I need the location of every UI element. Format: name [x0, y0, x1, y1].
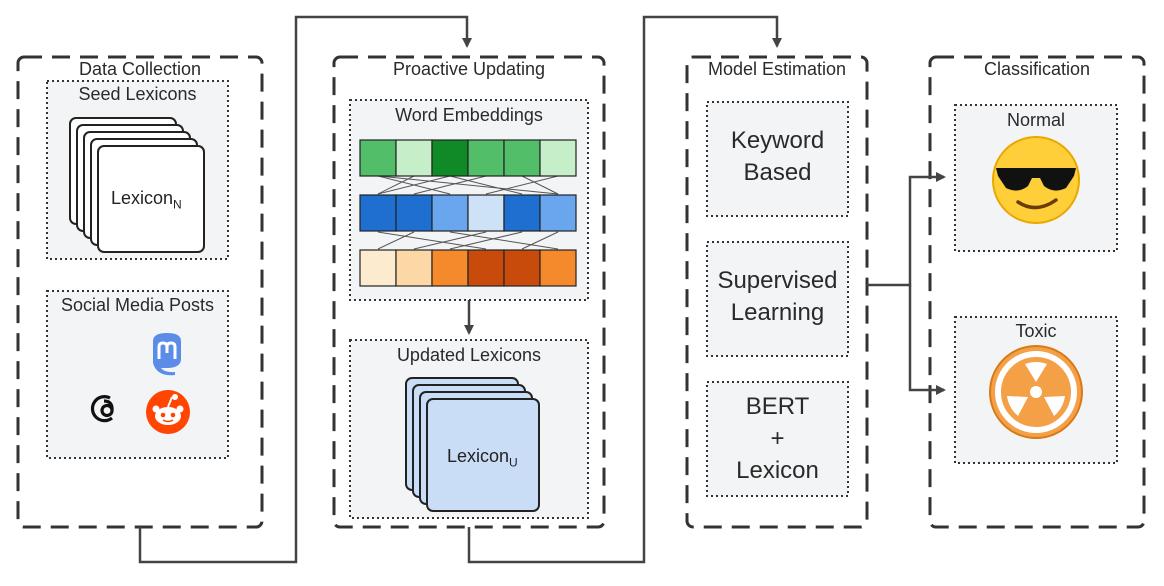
sunglasses-face-icon — [992, 136, 1080, 224]
stage-title-proactive-updating: Proactive Updating — [392, 59, 546, 79]
stage-proactive-updating: Proactive Updating — [334, 57, 604, 527]
connector-collection-to-updating — [138, 15, 472, 564]
embedding-connections — [377, 175, 559, 250]
reddit-logo-icon — [146, 390, 190, 434]
embedding-cell — [503, 194, 541, 232]
class-label-normal: Normal — [1006, 110, 1065, 130]
stage-data-collection: Data Collection — [18, 57, 262, 527]
embedding-grid — [359, 139, 577, 287]
model-2-line-1: Supervised — [717, 267, 838, 294]
model-3-line-3: Lexicon — [736, 457, 819, 484]
model-box-border-1 — [706, 101, 849, 217]
embedding-cell — [395, 194, 433, 232]
seed-lexicon-card-stack — [69, 117, 205, 253]
embedding-cell — [467, 194, 505, 232]
stage-classification: Classification — [930, 57, 1144, 527]
embedding-cell — [359, 249, 397, 287]
radioactive-icon — [989, 345, 1083, 439]
embedding-cell — [431, 249, 469, 287]
model-box-border-2 — [706, 241, 849, 357]
model-box-1: Keyword Based — [708, 103, 847, 215]
word-embeddings-title: Word Embeddings — [395, 105, 543, 125]
social-media-title: Social Media Posts — [60, 295, 215, 315]
embedding-cell — [395, 139, 433, 177]
seed-lexicons-title: Seed Lexicons — [78, 84, 197, 104]
embedding-cell — [359, 139, 397, 177]
model-2-text: Supervised Learning — [708, 265, 847, 329]
embedding-cell — [539, 249, 577, 287]
model-3-line-1: BERT — [745, 393, 810, 420]
embedding-cell — [431, 139, 469, 177]
embedding-cell — [467, 249, 505, 287]
social-media-box-border — [46, 290, 229, 459]
panel-border-model-estimation — [685, 55, 869, 529]
threads-logo-icon — [90, 395, 114, 423]
embedding-cell — [395, 249, 433, 287]
stage-model-estimation: Model Estimation — [687, 57, 867, 527]
model-1-line-1: Keyword — [730, 127, 825, 154]
connector-updating-to-estimation — [467, 15, 782, 564]
embedding-cell — [503, 139, 541, 177]
model-1-text: Keyword Based — [708, 125, 847, 189]
embedding-cell — [359, 194, 397, 232]
model-3-text: BERT + Lexicon — [708, 391, 847, 487]
embedding-cell — [431, 194, 469, 232]
embedding-cell — [539, 139, 577, 177]
embedding-cell — [539, 194, 577, 232]
model-box-2: Supervised Learning — [708, 243, 847, 355]
seed-lexicon-card-subscript: N — [173, 197, 182, 212]
stage-title-model-estimation: Model Estimation — [707, 59, 847, 79]
model-2-line-2: Learning — [730, 299, 825, 326]
connector-estimation-to-toxic — [908, 285, 946, 395]
panel-border-proactive-updating — [332, 55, 606, 529]
stage-title-classification: Classification — [983, 59, 1091, 79]
model-box-border-3 — [706, 381, 849, 497]
class-label-toxic: Toxic — [1015, 321, 1057, 341]
stage-title-data-collection: Data Collection — [78, 59, 202, 79]
connector-estimation-to-normal — [867, 172, 946, 287]
model-3-line-2: + — [770, 425, 785, 452]
updated-lexicon-card-label: LexiconU — [447, 446, 518, 470]
seed-lexicon-card-label: LexiconN — [111, 188, 182, 212]
updated-lexicon-card-subscript: U — [509, 455, 518, 470]
updated-lexicon-card-stack — [405, 377, 540, 512]
updated-lexicons-title: Updated Lexicons — [396, 345, 542, 365]
model-1-line-2: Based — [743, 159, 812, 186]
panel-border-classification — [928, 55, 1146, 529]
mastodon-logo-icon — [153, 333, 181, 376]
model-box-3: BERT + Lexicon — [708, 383, 847, 495]
